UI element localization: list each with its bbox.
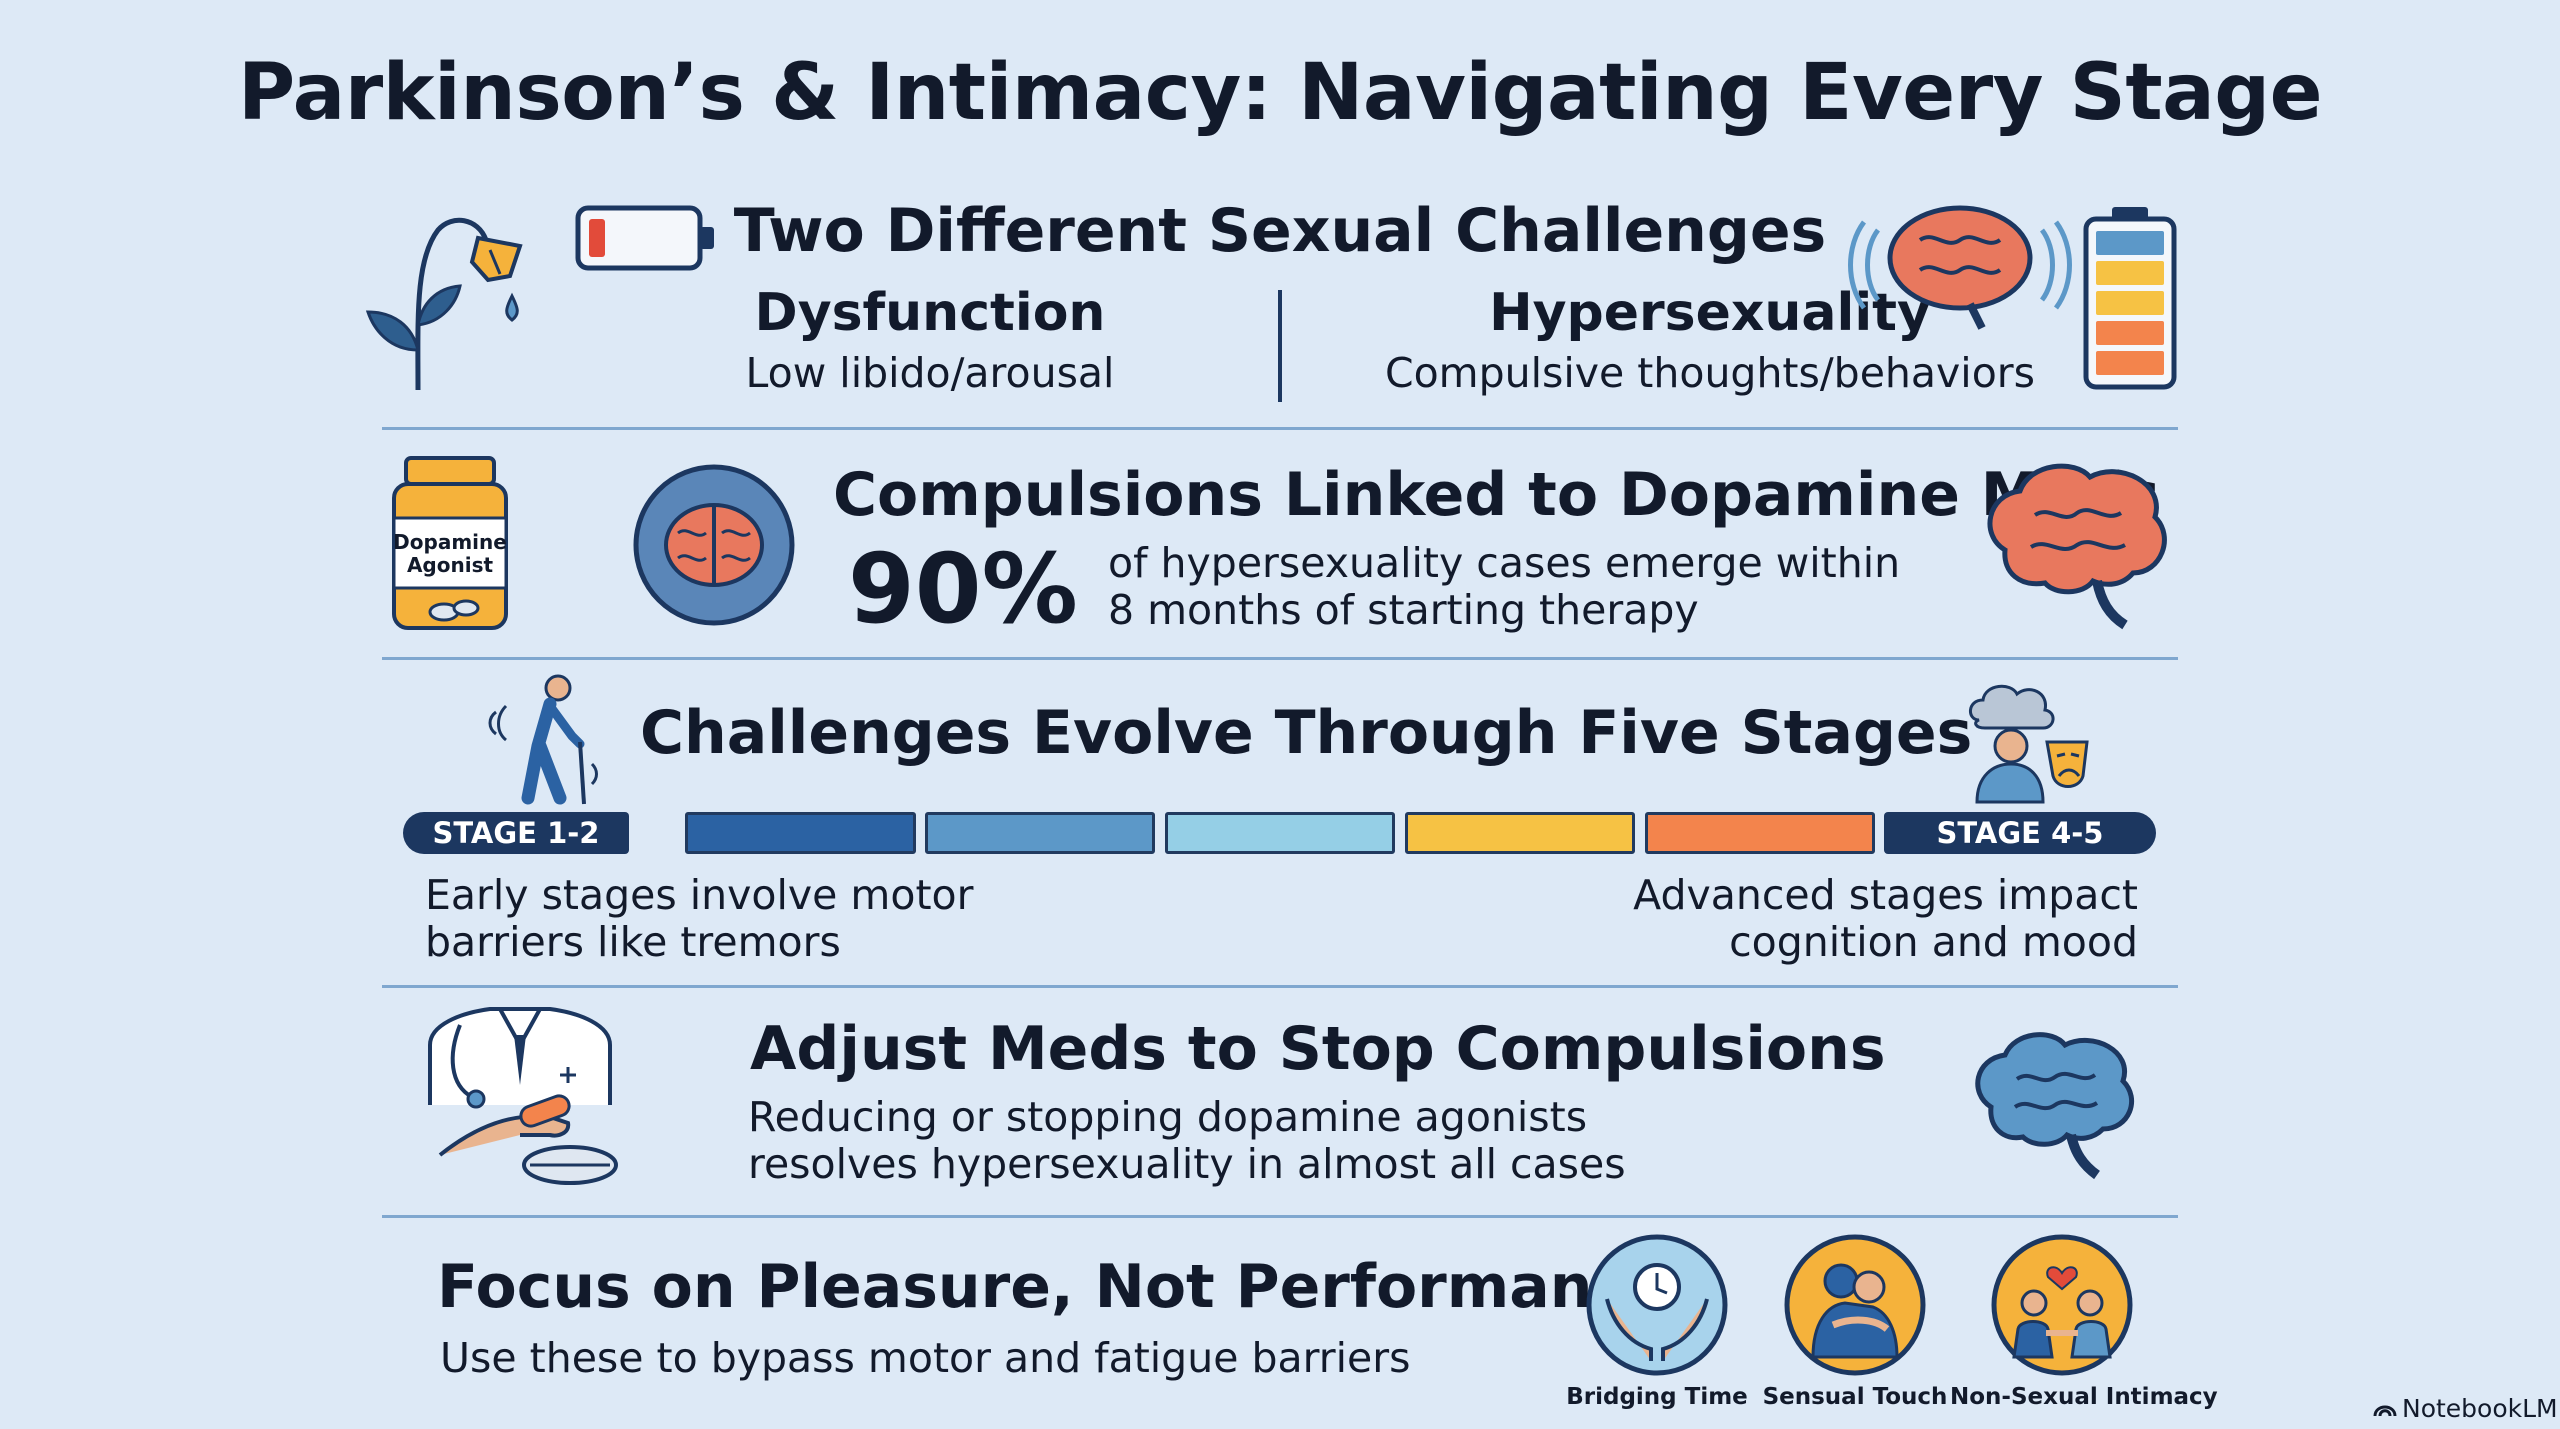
- section5-heading: Focus on Pleasure, Not Performance: [437, 1252, 1669, 1322]
- section4-heading: Adjust Meds to Stop Compulsions: [750, 1014, 1886, 1084]
- advanced-stage-desc-line2: cognition and mood: [1729, 918, 2138, 966]
- section5-desc: Use these to bypass motor and fatigue ba…: [440, 1334, 1411, 1382]
- section3-heading: Challenges Evolve Through Five Stages: [640, 698, 1973, 768]
- icon-label-sensual-touch: Sensual Touch: [1762, 1384, 1948, 1410]
- divider-1: [382, 427, 2178, 430]
- stage-segment-3: [1165, 812, 1395, 854]
- watermark-text: NotebookLM: [2402, 1394, 2558, 1423]
- early-stage-desc-line2: barriers like tremors: [425, 918, 841, 966]
- active-brain-icon: [1848, 200, 2072, 330]
- wilting-flower-icon: [360, 200, 540, 395]
- advanced-stage-desc-line1: Advanced stages impact: [1633, 871, 2138, 919]
- full-battery-icon: [2082, 205, 2178, 390]
- low-battery-icon: [575, 205, 720, 271]
- person-cloud-mood-icon: [1965, 680, 2095, 805]
- dysfunction-label: Dysfunction: [754, 283, 1106, 343]
- person-with-cane-icon: [480, 672, 605, 807]
- icon-label-non-sexual-intimacy: Non-Sexual Intimacy: [1950, 1384, 2218, 1410]
- hands-clock-icon: [1585, 1233, 1730, 1378]
- bottle-label-line1: Dopamine: [393, 530, 507, 554]
- divider-2: [382, 657, 2178, 660]
- section2-heading: Compulsions Linked to Dopamine Meds: [833, 460, 2160, 530]
- section1-heading: Two Different Sexual Challenges: [733, 196, 1827, 266]
- divider-3: [382, 985, 2178, 988]
- section4-desc-line1: Reducing or stopping dopamine agonists: [748, 1093, 1588, 1141]
- stage-end-pill: STAGE 4-5: [1884, 812, 2156, 854]
- stage-segment-1: [685, 812, 916, 854]
- brain-circle-icon: [632, 463, 796, 627]
- notebooklm-logo-icon: [2372, 1396, 2398, 1418]
- icon-label-bridging-time: Bridging Time: [1566, 1384, 1748, 1410]
- stage-segment-2: [925, 812, 1155, 854]
- divider-4: [382, 1215, 2178, 1218]
- pill-bottle-icon: [390, 456, 510, 631]
- dysfunction-desc: Low libido/arousal: [745, 349, 1115, 397]
- doctor-pill-icon: [420, 1005, 620, 1195]
- section1-vertical-divider: [1278, 290, 1282, 402]
- brain-icon: [1975, 455, 2175, 630]
- hypersexuality-desc: Compulsive thoughts/behaviors: [1384, 349, 2036, 397]
- stage-segment-4: [1405, 812, 1635, 854]
- bottle-label-line2: Agonist: [406, 553, 494, 577]
- couple-hearts-icon: [1990, 1233, 2135, 1378]
- embrace-icon: [1783, 1233, 1928, 1378]
- stat-desc-line2: 8 months of starting therapy: [1108, 586, 1699, 634]
- early-stage-desc-line1: Early stages involve motor: [425, 871, 974, 919]
- stat-value: 90%: [848, 533, 1078, 645]
- page-title: Parkinson’s & Intimacy: Navigating Every…: [238, 48, 2323, 138]
- stat-desc-line1: of hypersexuality cases emerge within: [1108, 539, 1901, 587]
- section4-desc-line2: resolves hypersexuality in almost all ca…: [748, 1140, 1626, 1188]
- stage-segment-5: [1645, 812, 1875, 854]
- blue-brain-icon: [1965, 1025, 2140, 1180]
- stage-start-pill: STAGE 1-2: [403, 812, 629, 854]
